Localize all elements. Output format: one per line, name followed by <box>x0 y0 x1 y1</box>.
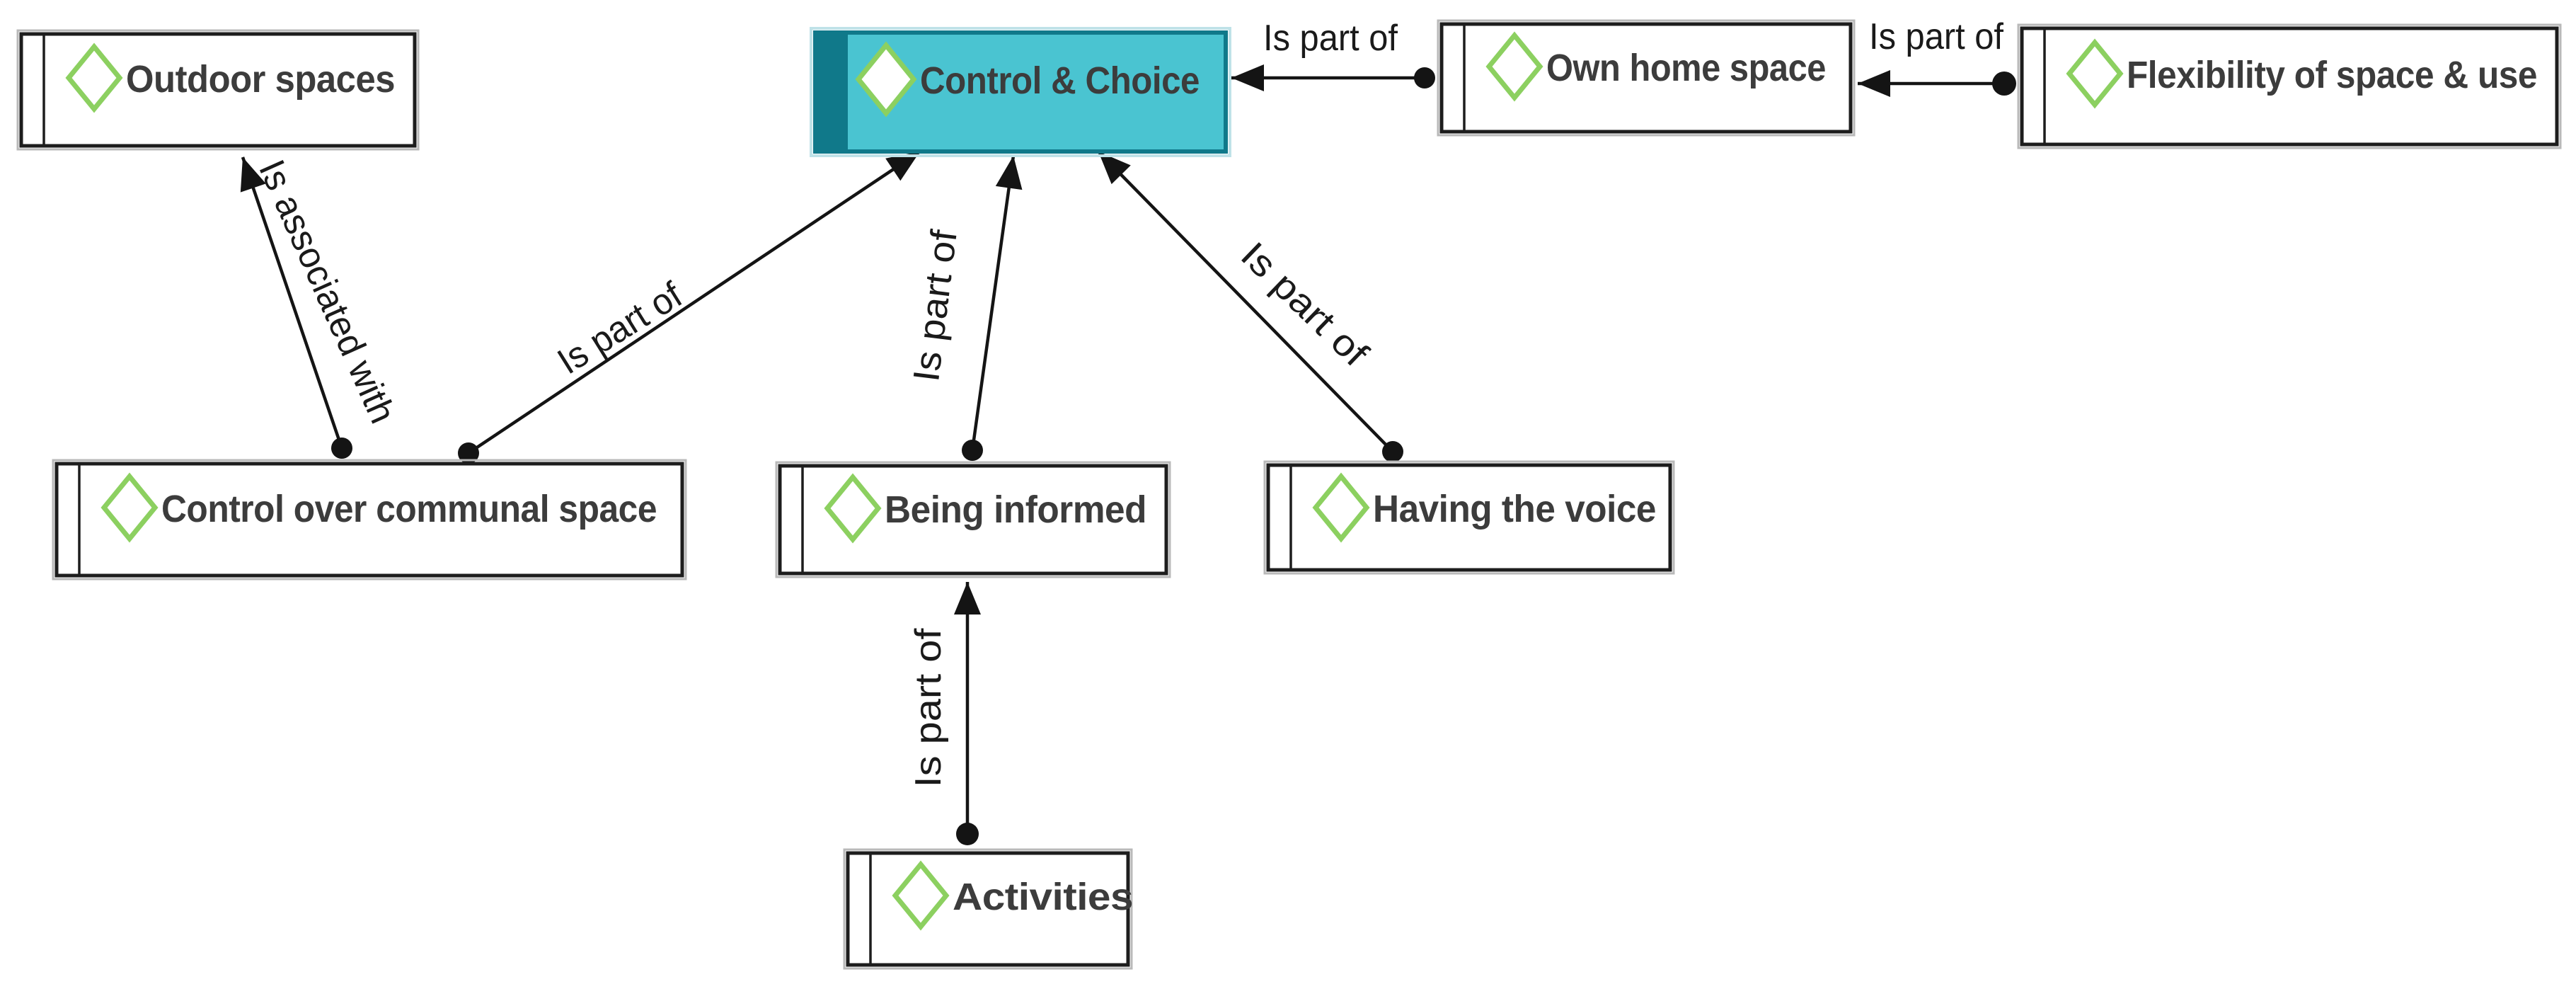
edge-line[interactable] <box>1097 150 1394 453</box>
edge-activities-informed[interactable]: Is part of <box>908 582 981 845</box>
edge-informed-control[interactable]: Is part of <box>906 155 1023 461</box>
node-outdoor-spaces[interactable]: Outdoor spaces <box>16 29 420 151</box>
edge-flex-ownhome[interactable]: Is part of <box>1858 16 2016 97</box>
edge-label[interactable]: Is associated with <box>251 154 403 429</box>
node-halo <box>2017 23 2562 149</box>
node-box <box>846 851 1130 967</box>
edge-source-dot <box>458 442 479 464</box>
node-halo <box>810 27 1231 157</box>
code-diamond-icon <box>892 860 950 931</box>
node-label: Outdoor spaces <box>126 58 395 101</box>
edge-line[interactable] <box>970 155 1023 451</box>
node-halo <box>843 848 1133 970</box>
edge-label[interactable]: Is part of <box>1233 234 1376 375</box>
edge-source-dot <box>956 823 979 845</box>
edge-label[interactable]: Is part of <box>906 227 965 384</box>
code-diamond-icon <box>824 473 882 544</box>
node-control-choice[interactable]: Control & Choice <box>810 27 1231 157</box>
edge-source-dot <box>1382 441 1403 462</box>
code-diamond-icon <box>1485 31 1543 102</box>
node-label: Control & Choice <box>920 59 1200 102</box>
code-diamond-icon <box>65 42 123 113</box>
node-control-communal[interactable]: Control over communal space <box>52 459 687 581</box>
edge-line[interactable] <box>467 150 921 455</box>
node-halo <box>1263 460 1675 575</box>
node-label: Control over communal space <box>161 488 657 530</box>
edge-source-dot <box>331 438 352 459</box>
node-label: Activities <box>953 876 1133 918</box>
edge-communal-outdoor[interactable]: Is associated with <box>240 154 403 459</box>
node-activities[interactable]: Activities <box>843 848 1134 970</box>
node-having-voice[interactable]: Having the voice <box>1263 460 1675 575</box>
node-accent-strip <box>815 33 848 152</box>
code-diamond-icon <box>100 472 159 543</box>
node-box <box>54 462 684 578</box>
edge-label[interactable]: Is part of <box>1869 16 2004 57</box>
edge-voice-control[interactable]: Is part of <box>1097 150 1403 462</box>
edge-source-dot <box>1414 67 1435 88</box>
node-label: Having the voice <box>1373 488 1656 530</box>
edge-source-dot <box>962 440 983 461</box>
edge-source-dot <box>1992 72 2016 96</box>
node-box <box>19 32 417 148</box>
node-own-home-space[interactable]: Own home space <box>1437 19 1856 137</box>
code-diamond-icon <box>2066 38 2124 109</box>
node-label: Own home space <box>1546 47 1826 89</box>
code-diamond-icon <box>855 41 917 118</box>
edge-label[interactable]: Is part of <box>551 274 690 382</box>
node-label: Flexibility of space & use <box>2127 54 2537 96</box>
edge-ownhome-control[interactable]: Is part of <box>1231 18 1435 91</box>
node-label: Being informed <box>885 488 1146 531</box>
node-halo <box>775 461 1171 578</box>
edge-label[interactable]: Is part of <box>1263 18 1398 59</box>
edge-line[interactable] <box>240 156 344 449</box>
node-flexibility[interactable]: Flexibility of space & use <box>2017 23 2562 149</box>
node-halo <box>52 459 687 581</box>
edge-communal-control[interactable]: Is part of <box>458 150 921 464</box>
code-diamond-icon <box>1312 472 1370 543</box>
node-halo <box>16 29 420 151</box>
node-being-informed[interactable]: Being informed <box>775 461 1171 578</box>
edge-label[interactable]: Is part of <box>908 628 949 788</box>
node-halo <box>1437 19 1856 137</box>
